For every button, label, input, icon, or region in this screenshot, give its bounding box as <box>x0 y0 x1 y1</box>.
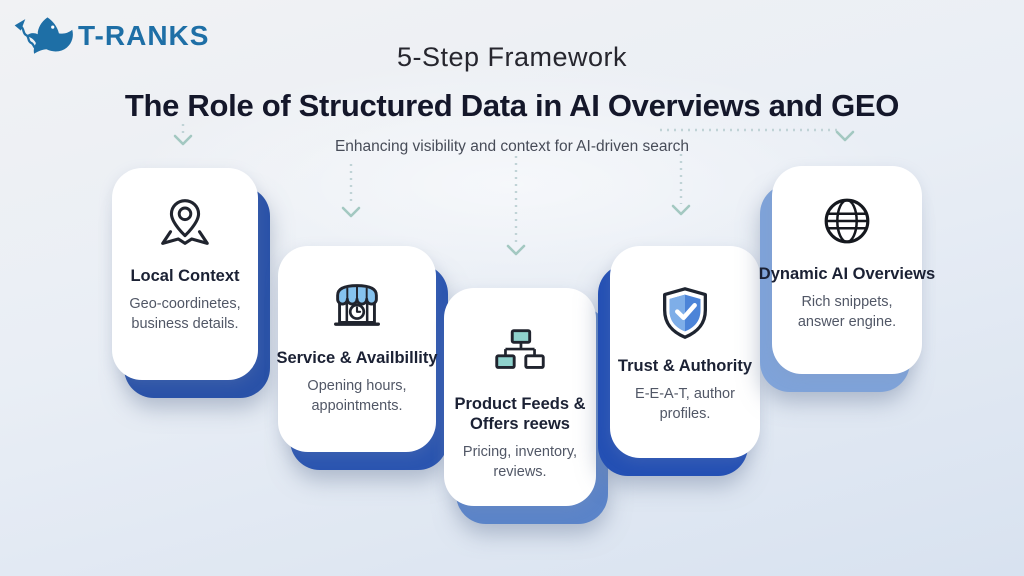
page-subtitle: Enhancing visibility and context for AI-… <box>334 138 690 155</box>
card-title: Local Context <box>130 267 240 285</box>
flow-arrow-to-card-4 <box>671 154 691 216</box>
card-body: Opening hours, appointments. <box>307 378 407 414</box>
flow-arrow-to-card-1 <box>173 124 193 146</box>
storefront-icon <box>334 284 380 326</box>
card-body: Rich snippets, answer engine. <box>797 294 897 330</box>
shield-check-icon <box>663 287 707 339</box>
step-card-4: Trust & Authority E-E-A-T, author profil… <box>598 246 760 476</box>
step-card-1: Local Context Geo-coordinetes, business … <box>112 168 270 398</box>
step-card-5: Dynamic AI Overviews Rich snippets, answ… <box>759 166 935 392</box>
step-card-3: Product Feeds & Offers reews Pricing, in… <box>444 288 608 524</box>
sitemap-icon <box>495 329 545 369</box>
card-body: E-E-A-T, author profiles. <box>635 386 735 422</box>
card-body: Pricing, inventory, reviews. <box>462 444 578 480</box>
card-body: Geo-coordinetes, business details. <box>129 296 241 332</box>
card-surface: Service & Availbillity Opening hours, ap… <box>276 246 438 452</box>
card-title: Trust & Authority <box>617 357 753 375</box>
card-surface: Local Context Geo-coordinetes, business … <box>112 168 258 380</box>
flow-arrow-to-card-2 <box>341 164 361 218</box>
logo: T-RANKS <box>12 12 209 60</box>
page-headline: The Role of Structured Data in AI Overvi… <box>124 88 900 123</box>
card-title: Dynamic AI Overviews <box>758 265 936 283</box>
shark-arrow-logo-icon <box>14 17 73 54</box>
flow-arrow-to-card-3 <box>506 156 526 256</box>
card-surface: Dynamic AI Overviews Rich snippets, answ… <box>759 166 935 374</box>
framework-label: 5-Step Framework <box>396 42 628 72</box>
card-title: Product Feeds & Offers reews <box>454 395 586 434</box>
step-card-2: Service & Availbillity Opening hours, ap… <box>276 246 448 470</box>
card-surface: Trust & Authority E-E-A-T, author profil… <box>610 246 760 458</box>
card-surface: Product Feeds & Offers reews Pricing, in… <box>444 288 596 506</box>
location-pin-icon <box>161 199 209 245</box>
logo-text: T-RANKS <box>78 20 210 51</box>
card-title: Service & Availbillity <box>276 349 438 367</box>
flow-arrow-to-card-5 <box>660 128 855 142</box>
globe-icon <box>824 198 870 244</box>
